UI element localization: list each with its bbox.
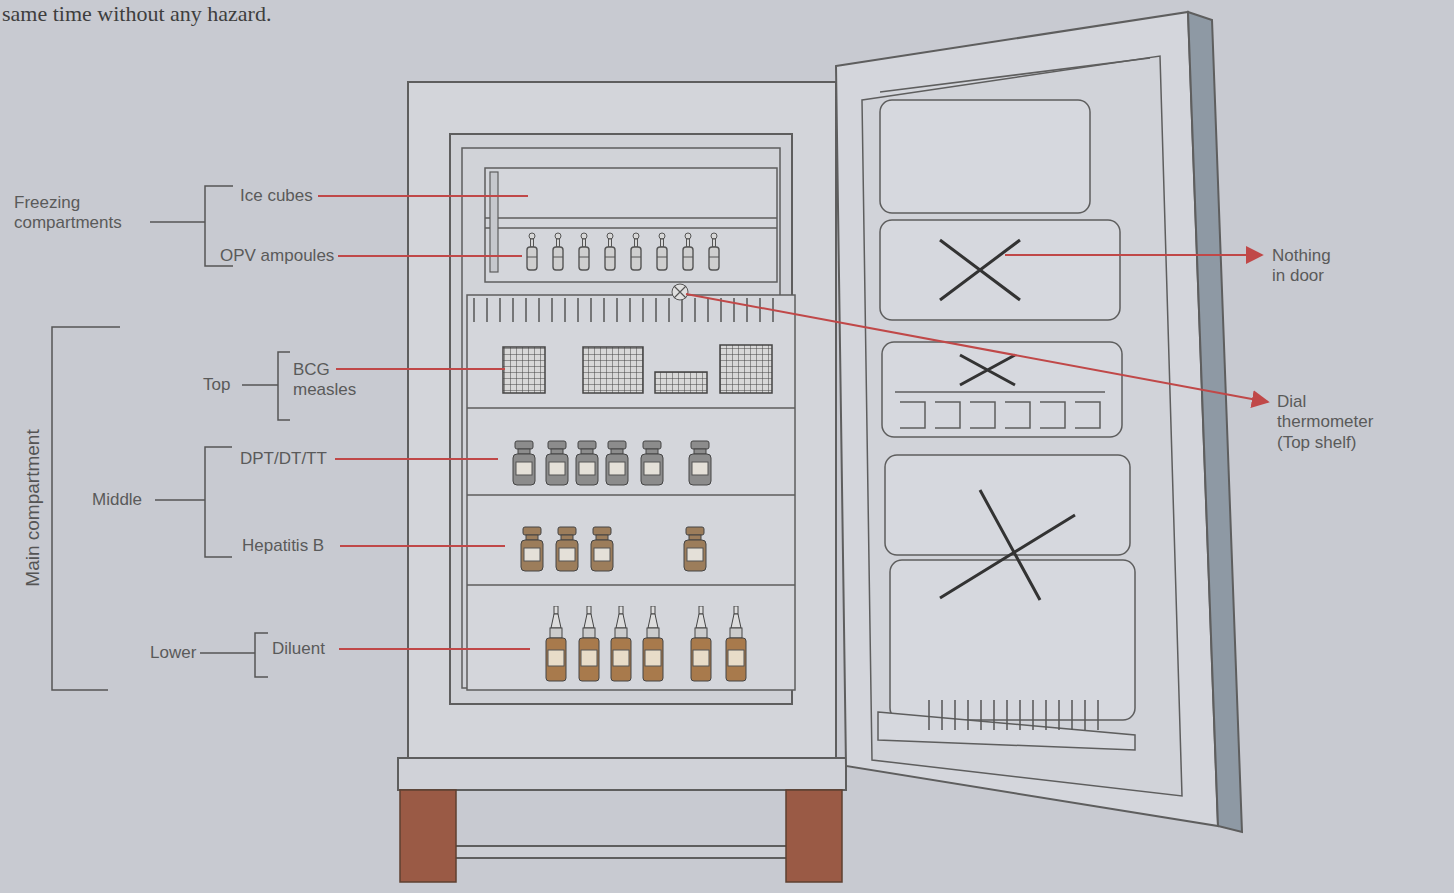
callout-label: BCG measles — [293, 360, 371, 401]
callout-label: Dial thermometer (Top shelf) — [1277, 392, 1395, 453]
callout-label: OPV ampoules — [220, 246, 334, 266]
fridge-leg — [400, 790, 842, 882]
fridge-body — [398, 82, 846, 858]
callout-label: Top — [203, 375, 230, 395]
callout-label: Middle — [92, 490, 142, 510]
callout-label: Diluent — [272, 639, 325, 659]
callout-label: Main compartment — [22, 429, 45, 586]
opv-ampoules — [527, 233, 719, 270]
dpt-vials — [513, 441, 711, 485]
bcg-boxes — [503, 345, 772, 393]
diluent-bottles — [546, 606, 746, 681]
callout-label: Lower — [150, 643, 196, 663]
callout-label: Ice cubes — [240, 186, 313, 206]
leader-line — [318, 196, 1268, 649]
callout-label: Freezing compartments — [14, 193, 146, 234]
callout-label: Hepatitis B — [242, 536, 324, 556]
fridge-door — [836, 12, 1242, 832]
callout-label: DPT/DT/TT — [240, 449, 327, 469]
dial-thermometer — [672, 284, 688, 300]
callout-label: Nothing in door — [1272, 246, 1348, 287]
page-text: same time without any hazard. — [2, 1, 271, 27]
hepatitis-vials — [521, 527, 706, 571]
